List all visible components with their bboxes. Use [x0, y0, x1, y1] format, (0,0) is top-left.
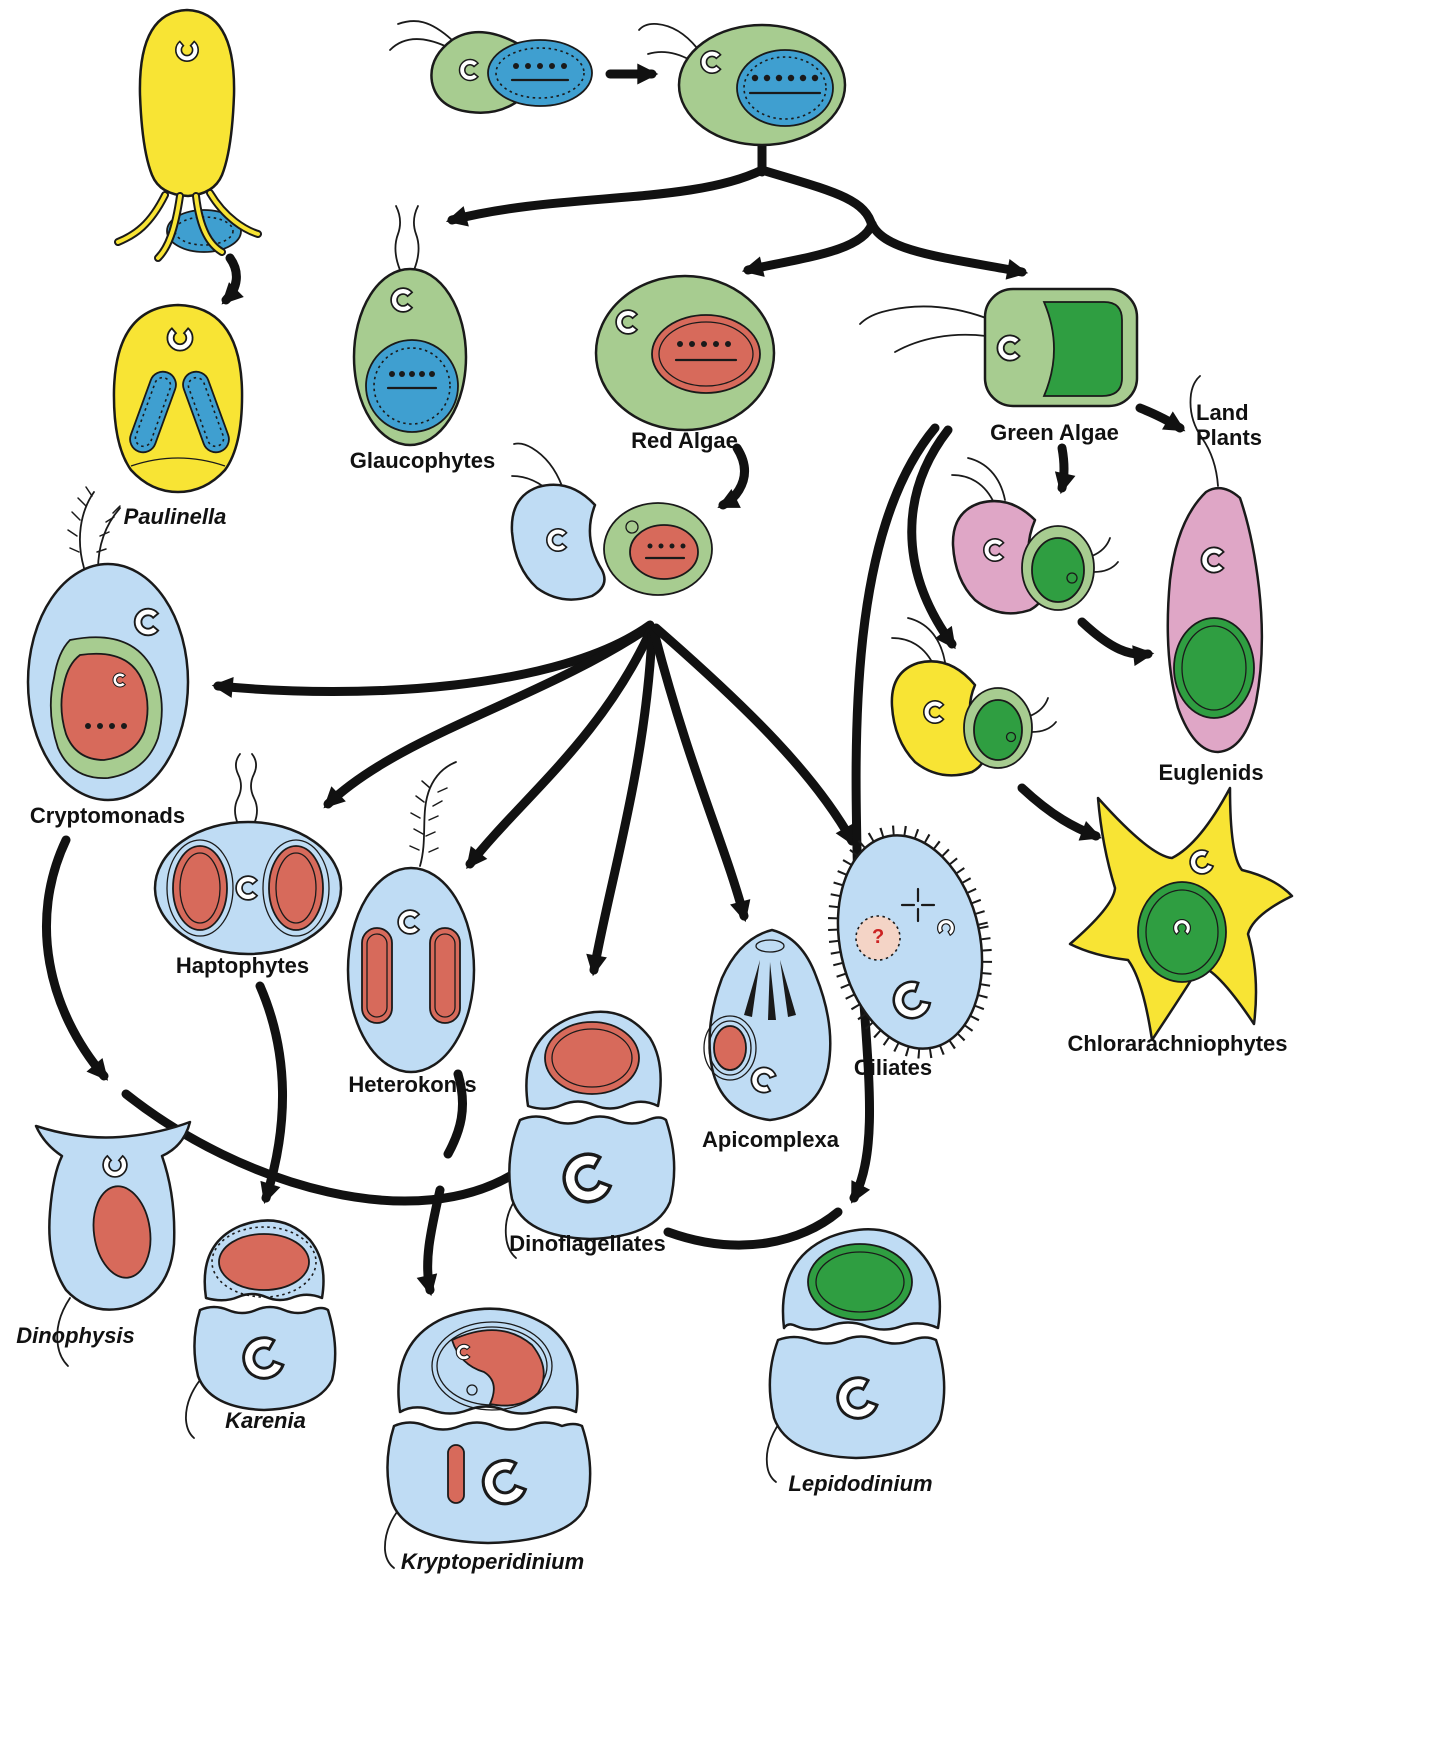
green-plastid: [1173, 617, 1255, 719]
crosshair-icon: [900, 887, 936, 923]
diatom-endosymbiont: [431, 1321, 553, 1411]
red-plastid: [651, 314, 761, 394]
red-alga-cell: [594, 274, 776, 432]
arrow-green-to-lepidodinium: [849, 423, 940, 1204]
kryptoperidinium-cell: [384, 1307, 592, 1569]
cilia-ring: [827, 825, 993, 1059]
flagellar-hairs: [409, 780, 448, 853]
engulfed-green-alga: [1021, 525, 1119, 611]
engulfed-green-alga: [963, 687, 1057, 769]
red-plastid-right: [262, 839, 330, 937]
arrow-green-to-land-plants: [1135, 403, 1186, 433]
arrow-paulinella-ingestion: [221, 253, 244, 305]
link-dinoflagellate-host-right: [663, 1207, 843, 1250]
arrow-red-to-secondary: [717, 443, 749, 510]
dinoflagellate-cell: [504, 1010, 676, 1259]
plastid-remnant: [447, 1444, 465, 1504]
haptophyte-cell: [153, 753, 343, 956]
heterokont-cell: [346, 761, 476, 1074]
apicomplexan-cell: [703, 928, 832, 1122]
arrow-host-to-chlorarachniophytes: [1017, 783, 1102, 841]
euglenid-host-pair: [951, 457, 1119, 615]
branch-right: [757, 165, 877, 231]
arrow-to-cryptomonads: [211, 620, 655, 698]
arrow-to-glaucophytes: [445, 165, 767, 227]
red-plastid: [60, 652, 149, 761]
arrow-to-heterokonts: [465, 627, 655, 869]
arrow-to-apicomplexa: [649, 627, 751, 923]
hypotheca: [768, 1335, 946, 1460]
red-plastid-left: [361, 927, 393, 1024]
haptophyte-derived-plastid: [211, 1226, 317, 1298]
paulinella-test: [138, 8, 236, 198]
red-plastid: [92, 1185, 152, 1279]
red-plastid: [544, 1021, 640, 1095]
arrow-to-green-algae: [867, 219, 1029, 280]
karenia-cell: [185, 1219, 337, 1439]
arrow-haptophytes-to-karenia: [255, 981, 288, 1205]
arrow-green-to-euglenid-host: [1054, 443, 1076, 495]
arrow-heterokonts-to-kryptoperidinium-a: [443, 1069, 468, 1159]
flagellar-hairs: [67, 486, 121, 553]
apical-complex: [744, 960, 796, 1020]
red-secondary-endosymbiosis-pair: [510, 442, 713, 601]
arrow-to-ciliates: [651, 623, 857, 847]
green-plastid: [1042, 301, 1123, 397]
lepidodinium-cell: [765, 1228, 946, 1483]
cyanobacterium: [487, 39, 593, 107]
arrow-host-to-euglenids: [1077, 617, 1155, 667]
hypotheca: [193, 1305, 337, 1412]
primary-endosymbiosis-product: [638, 22, 847, 147]
pseudopodia: [114, 189, 262, 262]
arrow-heterokonts-to-kryptoperidinium-b: [416, 1185, 445, 1297]
green-plastid: [807, 1243, 913, 1321]
uncertain-plastid: [855, 915, 901, 961]
host-cell: [510, 483, 606, 601]
engulfed-red-alga: [603, 502, 713, 596]
paulinella-cell: [112, 303, 244, 494]
chlorarachniophyte-cell: [1068, 786, 1294, 1042]
green-plastid: [1137, 881, 1227, 983]
paulinella-feeding-cell: [114, 8, 262, 262]
apical-ring: [755, 939, 785, 953]
red-plastid-left: [166, 839, 234, 937]
arrow-cryptomonads-to-dinophysis: [41, 835, 109, 1081]
glaucophyte-cell: [352, 205, 468, 447]
dinophysis-cell: [34, 1120, 192, 1367]
ciliate-cell: [827, 825, 993, 1059]
primary-endosymbiosis-pair: [389, 20, 593, 114]
arrow-to-dinoflagellates: [586, 630, 657, 977]
blue-plastid: [736, 49, 834, 127]
blue-plastid: [365, 339, 459, 433]
chlorarachniophyte-host-pair: [890, 617, 1057, 777]
green-alga-cell: [859, 287, 1139, 408]
red-plastid-right: [429, 927, 461, 1024]
arrow-to-red-algae: [741, 219, 877, 277]
hypotheca: [508, 1115, 676, 1241]
arrow-to-haptophytes: [323, 623, 653, 809]
chromatophores: [129, 370, 230, 454]
cryptomonad-cell: [26, 486, 190, 802]
arrow-green-to-chlorarachniophyte-host: [907, 425, 957, 650]
apicoplast: [703, 1015, 757, 1081]
euglenid-cell: [1166, 375, 1264, 754]
